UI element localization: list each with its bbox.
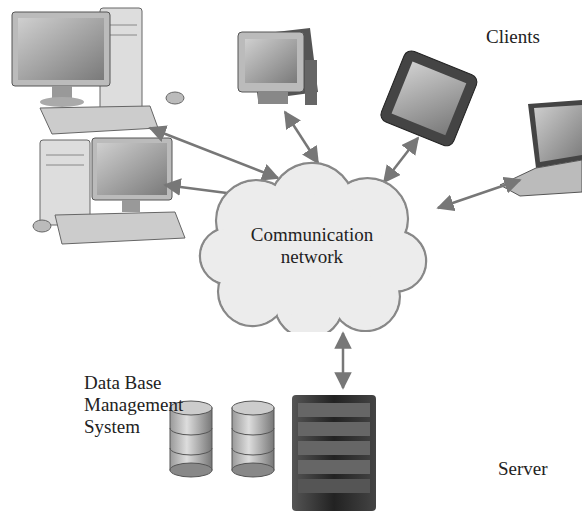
cloud-text: Communication network (237, 224, 387, 268)
caption-label: Data Base Management System (84, 372, 214, 438)
server-tower (292, 395, 376, 511)
tablet-device (379, 49, 480, 149)
desktop-pc (33, 138, 185, 244)
desktop-pc (12, 8, 184, 134)
caption-label: Clients (486, 26, 576, 48)
node-label: Communication network (237, 224, 387, 268)
link-arrow (150, 112, 520, 388)
caption-label: Server (498, 458, 578, 480)
network-cloud: Communication network (196, 160, 428, 332)
database-cylinder (232, 401, 274, 477)
crt-monitor (238, 28, 318, 105)
